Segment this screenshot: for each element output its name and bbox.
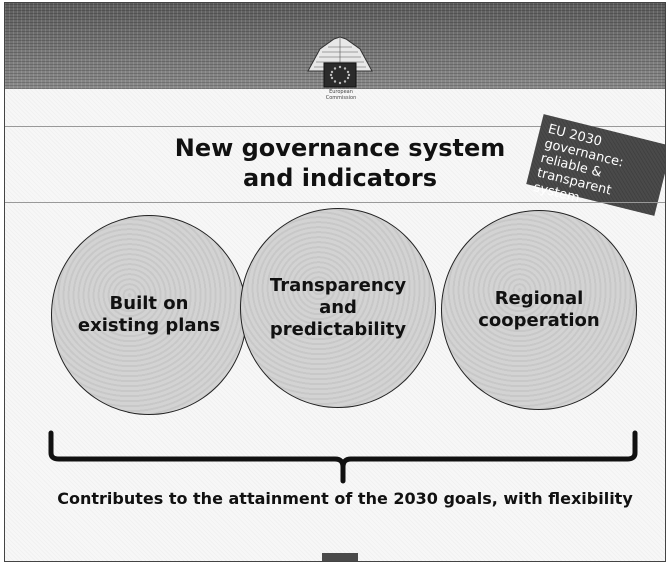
circle-built-on-existing-plans: Built on existing plans <box>51 215 247 415</box>
conclusion-text: Contributes to the attainment of the 203… <box>57 489 633 508</box>
circle-label: Built on existing plans <box>77 293 221 336</box>
european-commission-logo-icon <box>307 36 373 88</box>
page-title: New governance system and indicators <box>135 133 545 193</box>
eu-2030-badge: EU 2030 governance: reliable & transpare… <box>526 114 665 216</box>
divider <box>5 202 665 203</box>
circle-label: Regional cooperation <box>478 288 600 331</box>
title-line-1: New governance system <box>174 134 506 162</box>
title-line-2: and indicators <box>242 164 438 192</box>
circle-transparency: Transparency and predictability <box>240 208 436 408</box>
footer-block <box>322 553 358 561</box>
logo-caption: European Commission <box>325 89 357 101</box>
slide: European Commission New governance syste… <box>4 2 666 562</box>
divider <box>5 126 665 127</box>
bracket-connector <box>48 430 638 484</box>
circle-label: Transparency and predictability <box>269 275 407 340</box>
circle-regional-cooperation: Regional cooperation <box>441 210 637 410</box>
